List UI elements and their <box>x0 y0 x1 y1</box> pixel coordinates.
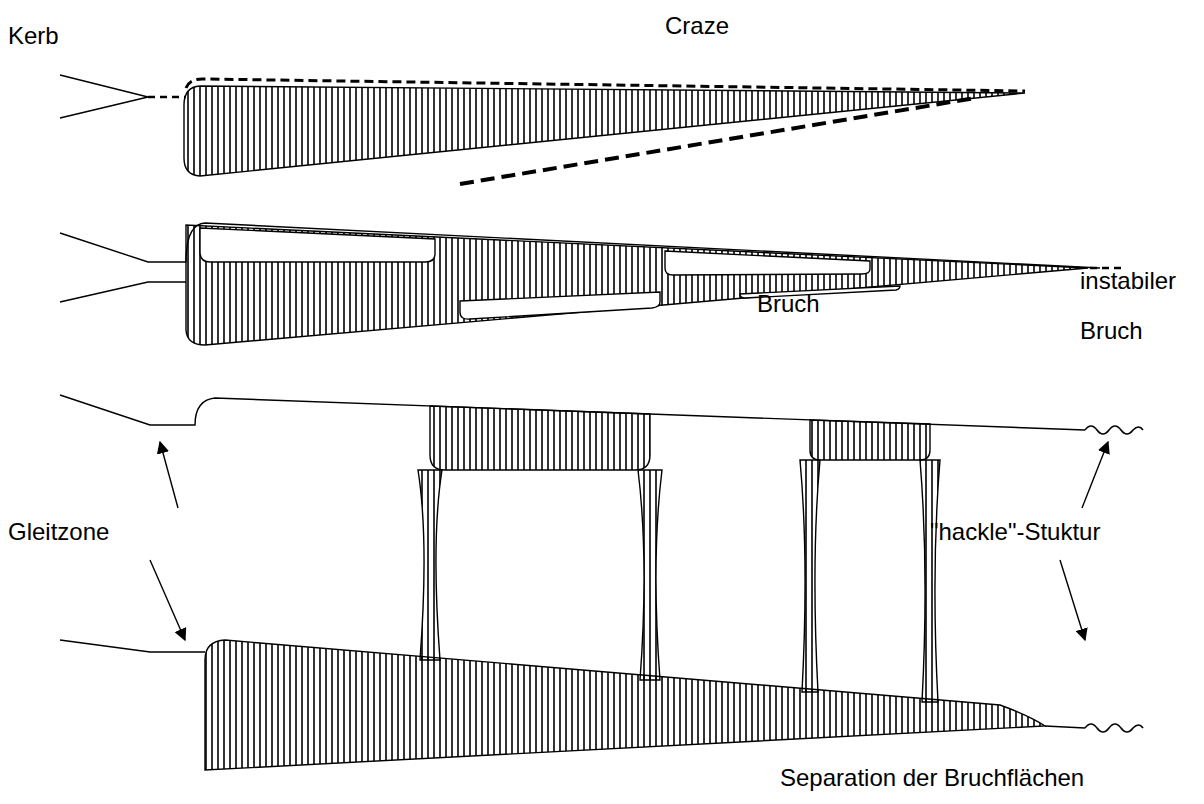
caption-label: Separation der Bruchflächen <box>780 764 1084 792</box>
part-label: instabiler Bruch <box>1080 256 1198 356</box>
part-label: Craze <box>665 12 729 40</box>
part-label: Gleitzone <box>8 518 109 546</box>
part-label: Kerb <box>8 22 59 50</box>
part-label: Bruch <box>757 290 820 318</box>
part-label: "hackle"-Stuktur <box>930 518 1100 546</box>
